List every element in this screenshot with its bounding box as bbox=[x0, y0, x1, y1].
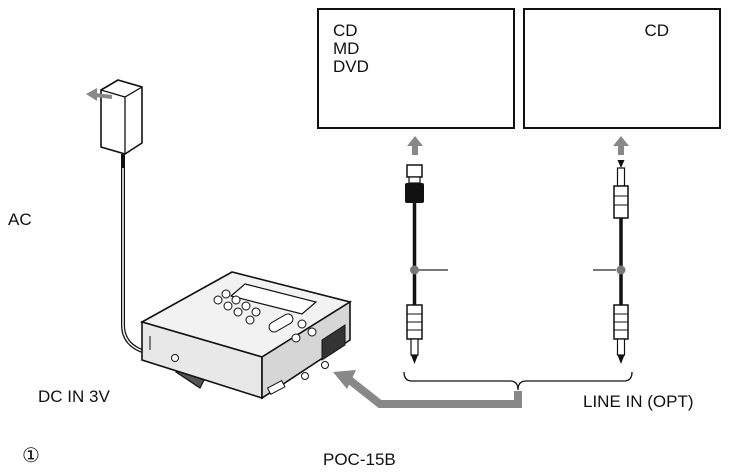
step-number-label: ① bbox=[22, 445, 40, 467]
source-device-box-right: CD bbox=[523, 8, 721, 129]
connection-arrow-icon bbox=[333, 370, 522, 408]
md-player-icon bbox=[139, 271, 353, 400]
source-device-box-left: CD MD DVD bbox=[317, 8, 515, 129]
mini-plug-cable-right bbox=[593, 160, 629, 364]
plug-direction-arrow-icon bbox=[86, 88, 113, 101]
source-device-labels: CD MD DVD bbox=[333, 22, 369, 76]
optical-cable-left bbox=[405, 164, 448, 364]
device-label-md: MD bbox=[333, 39, 360, 58]
cable-bracket bbox=[403, 371, 633, 391]
up-arrow-left-icon bbox=[407, 136, 423, 155]
device-label-cd: CD bbox=[333, 21, 358, 40]
device-label-cd-right: CD bbox=[644, 21, 669, 40]
line-in-label: LINE IN (OPT) bbox=[583, 392, 694, 411]
up-arrow-right-icon bbox=[613, 136, 629, 155]
device-label-dvd: DVD bbox=[333, 57, 369, 76]
ac-label: AC bbox=[8, 210, 32, 229]
ac-adapter-icon bbox=[100, 79, 143, 168]
cable-model-label: POC-15B bbox=[323, 450, 396, 469]
dc-in-label: DC IN 3V bbox=[38, 387, 110, 406]
